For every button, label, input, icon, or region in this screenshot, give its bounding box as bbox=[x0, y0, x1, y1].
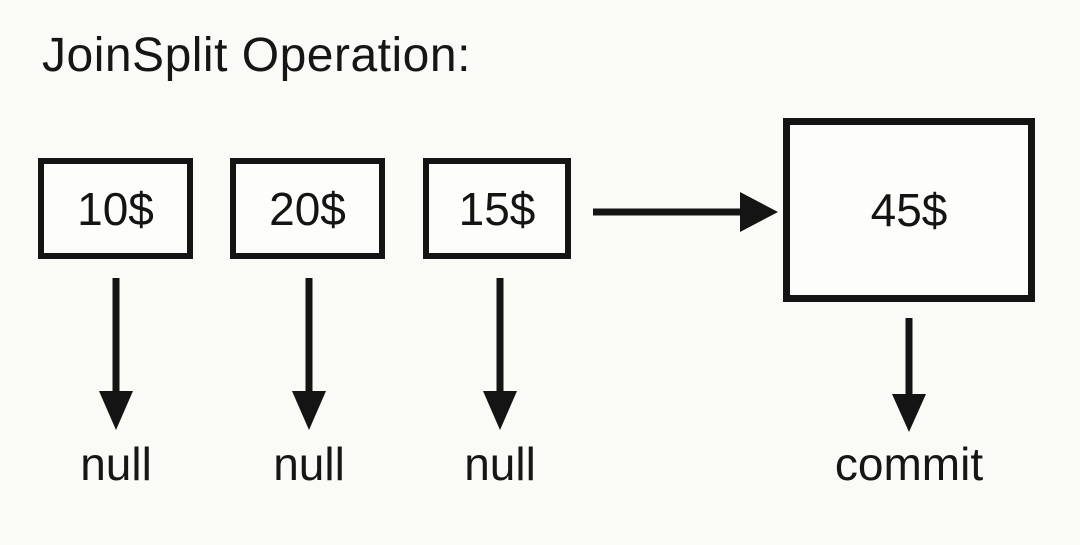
commitment-label: commit bbox=[834, 438, 984, 490]
arrow-down-icon-2 bbox=[292, 278, 326, 430]
input-note-box-3: 15$ bbox=[423, 158, 571, 259]
page-title: JoinSplit Operation: bbox=[42, 29, 471, 82]
input-note-value-1: 10$ bbox=[77, 182, 154, 235]
nullifier-label-3: null bbox=[464, 438, 536, 490]
input-note-value-2: 20$ bbox=[269, 182, 346, 235]
arrow-down-icon-1 bbox=[99, 278, 133, 430]
input-note-box-2: 20$ bbox=[230, 158, 385, 259]
arrow-down-icon-3 bbox=[483, 278, 517, 430]
input-note-box-1: 10$ bbox=[38, 158, 193, 259]
output-note-box: 45$ bbox=[783, 118, 1035, 302]
output-note-value: 45$ bbox=[870, 184, 948, 236]
input-note-value-3: 15$ bbox=[458, 182, 536, 235]
arrow-right-icon bbox=[593, 192, 778, 232]
arrow-down-icon-output bbox=[892, 318, 926, 432]
nullifier-label-2: null bbox=[273, 438, 345, 490]
nullifier-label-1: null bbox=[80, 438, 152, 490]
